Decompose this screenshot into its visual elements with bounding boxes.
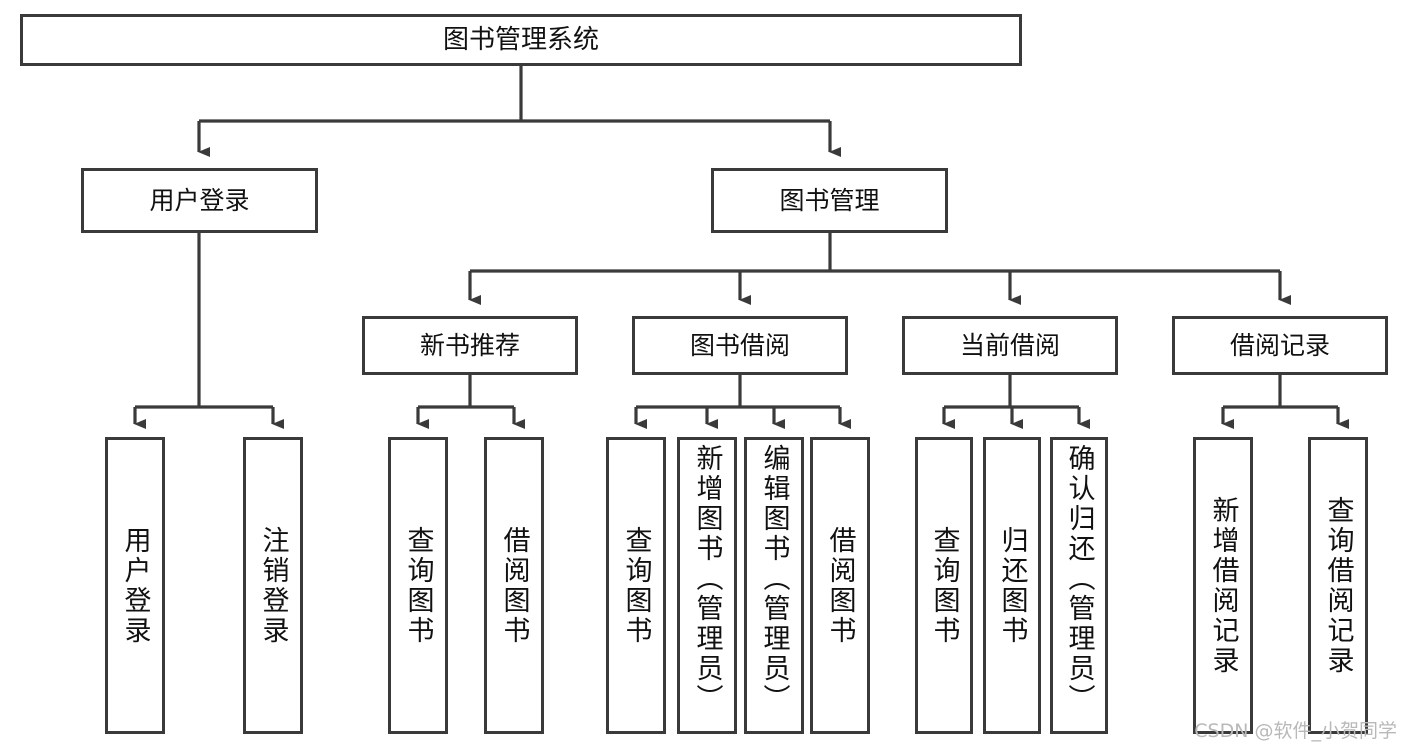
- node-book-borrow[interactable]: 图书借阅: [632, 316, 848, 375]
- node-root-label: 图书管理系统: [442, 24, 599, 55]
- node-leaf-query-book-2[interactable]: 查询图书: [606, 437, 666, 734]
- node-leaf-user-login-label: 用户登录: [119, 525, 151, 646]
- node-borrow-record-label: 借阅记录: [1229, 330, 1330, 360]
- node-new-book-recommend[interactable]: 新书推荐: [362, 316, 578, 375]
- node-leaf-query-book-1-label: 查询图书: [402, 525, 434, 646]
- node-leaf-query-borrow-record[interactable]: 查询借阅记录: [1308, 437, 1368, 734]
- node-leaf-add-book-admin-label: 新增图书（管理员）: [691, 444, 723, 714]
- node-leaf-confirm-return-admin[interactable]: 确认归还（管理员）: [1050, 437, 1108, 734]
- node-user-login-label: 用户登录: [149, 185, 250, 215]
- node-leaf-add-book-admin[interactable]: 新增图书（管理员）: [677, 437, 737, 734]
- node-leaf-add-borrow-record-label: 新增借阅记录: [1207, 495, 1239, 676]
- node-leaf-borrow-book-1[interactable]: 借阅图书: [484, 437, 544, 734]
- node-leaf-user-login[interactable]: 用户登录: [105, 437, 165, 734]
- node-leaf-query-book-3[interactable]: 查询图书: [915, 437, 973, 734]
- node-borrow-record[interactable]: 借阅记录: [1172, 316, 1388, 375]
- node-book-management[interactable]: 图书管理: [711, 168, 948, 233]
- node-new-book-recommend-label: 新书推荐: [419, 330, 520, 360]
- node-current-borrow[interactable]: 当前借阅: [902, 316, 1118, 375]
- node-leaf-logout-login[interactable]: 注销登录: [243, 437, 303, 734]
- node-leaf-query-book-1[interactable]: 查询图书: [388, 437, 448, 734]
- csdn-watermark: CSDN @软件_小贺同学: [1194, 720, 1397, 742]
- node-root[interactable]: 图书管理系统: [20, 14, 1022, 66]
- node-leaf-confirm-return-admin-label: 确认归还（管理员）: [1063, 444, 1095, 714]
- node-leaf-query-book-2-label: 查询图书: [620, 525, 652, 646]
- node-user-login[interactable]: 用户登录: [81, 168, 318, 233]
- node-current-borrow-label: 当前借阅: [959, 330, 1060, 360]
- node-leaf-query-borrow-record-label: 查询借阅记录: [1322, 495, 1354, 676]
- node-leaf-edit-book-admin-label: 编辑图书（管理员）: [758, 444, 790, 714]
- node-leaf-borrow-book-2[interactable]: 借阅图书: [810, 437, 870, 734]
- node-leaf-return-book-label: 归还图书: [996, 525, 1028, 646]
- node-leaf-logout-login-label: 注销登录: [257, 525, 289, 646]
- node-leaf-edit-book-admin[interactable]: 编辑图书（管理员）: [744, 437, 804, 734]
- node-leaf-borrow-book-1-label: 借阅图书: [498, 525, 530, 646]
- node-leaf-borrow-book-2-label: 借阅图书: [824, 525, 856, 646]
- node-leaf-add-borrow-record[interactable]: 新增借阅记录: [1193, 437, 1253, 734]
- node-book-borrow-label: 图书借阅: [689, 330, 790, 360]
- node-leaf-return-book[interactable]: 归还图书: [983, 437, 1041, 734]
- node-book-management-label: 图书管理: [779, 185, 880, 215]
- node-leaf-query-book-3-label: 查询图书: [928, 525, 960, 646]
